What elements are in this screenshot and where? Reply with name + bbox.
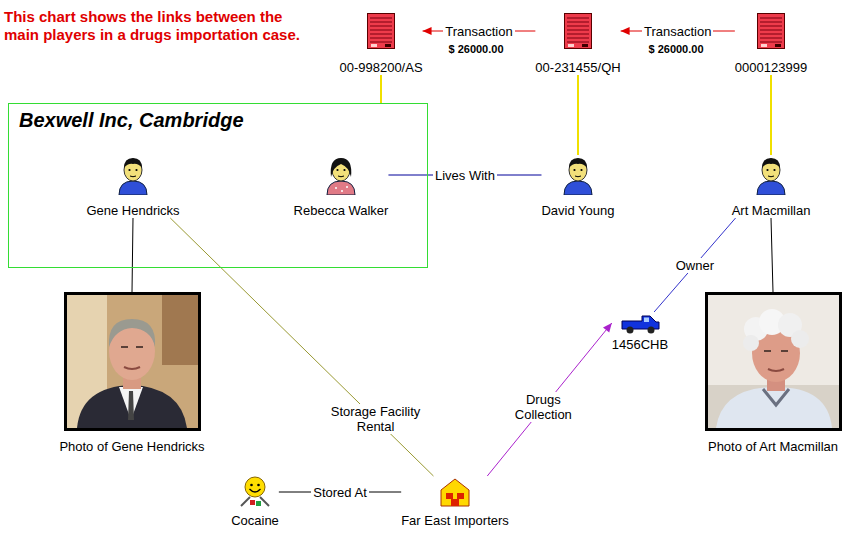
connector-line	[577, 75, 579, 155]
node-label: Art Macmillan	[732, 203, 811, 218]
node-icon	[366, 12, 396, 50]
node-label: 00-998200/AS	[339, 60, 422, 75]
node-label: Cocaine	[231, 513, 279, 528]
edge-label: Stored At	[311, 485, 368, 500]
computer-icon	[563, 12, 593, 50]
node-icon	[116, 155, 150, 195]
photo-frame	[64, 292, 201, 431]
drug-icon	[238, 476, 272, 508]
person-icon	[324, 155, 358, 195]
warehouse-icon	[438, 476, 472, 508]
node-icon	[238, 476, 272, 508]
person-icon	[116, 155, 150, 195]
chart-title: This chart shows the links between the m…	[4, 8, 314, 44]
node-label: Photo of Gene Hendricks	[59, 439, 204, 454]
vehicle-node: 1456CHB	[612, 312, 668, 352]
person-node: David Young	[541, 155, 614, 218]
node-label: Gene Hendricks	[86, 203, 179, 218]
truck-icon	[620, 312, 660, 334]
arrowhead	[621, 27, 630, 35]
node-icon	[324, 155, 358, 195]
node-label: David Young	[541, 203, 614, 218]
node-label: 00-231455/QH	[535, 60, 620, 75]
computer-icon	[366, 12, 396, 50]
node-label: 1456CHB	[612, 337, 668, 352]
person-icon	[561, 155, 595, 195]
node-label: Rebecca Walker	[294, 203, 389, 218]
company-box: Bexwell Inc, CambridgeGene Hendricks Rebe…	[8, 103, 428, 268]
photo-frame	[705, 292, 842, 431]
person-icon	[754, 155, 788, 195]
node-icon	[756, 12, 786, 50]
connector	[132, 218, 133, 292]
connector	[170, 218, 433, 476]
connector-line	[770, 75, 772, 155]
connector	[577, 75, 578, 155]
node-label: 0000123999	[735, 60, 807, 75]
node-label: Far East Importers	[401, 513, 509, 528]
connector	[771, 75, 772, 155]
edge-label: Storage Facility Rental	[324, 404, 428, 434]
portrait-photo	[708, 295, 839, 428]
account-node: 00-998200/AS	[339, 12, 422, 75]
arrowhead	[423, 27, 432, 35]
node-icon	[620, 312, 660, 334]
node-icon	[561, 155, 595, 195]
group-heading: Bexwell Inc, Cambridge	[19, 108, 244, 132]
edge-label: Lives With	[433, 168, 497, 183]
connector	[381, 75, 382, 103]
connector	[771, 218, 773, 292]
amount-label: $ 26000.00	[648, 43, 703, 56]
arrowhead	[603, 323, 612, 333]
connector-line	[170, 218, 433, 476]
connector-line	[487, 323, 612, 476]
connector-line	[132, 218, 133, 292]
person-node: Gene Hendricks	[86, 155, 179, 218]
photo-node: Photo of Art Macmillan	[705, 292, 842, 454]
node-icon	[754, 155, 788, 195]
company-node: Far East Importers	[401, 476, 509, 528]
edge-label: Transaction	[443, 24, 514, 39]
node-icon	[438, 476, 472, 508]
node-icon	[563, 12, 593, 50]
photo-node: Photo of Gene Hendricks	[59, 292, 204, 454]
person-node: Art Macmillan	[732, 155, 811, 218]
amount-label: $ 26000.00	[448, 43, 503, 56]
edge-label: Drugs Collection	[504, 392, 583, 422]
edge-label: Owner	[674, 258, 716, 273]
portrait-photo	[67, 295, 198, 428]
edge-label: Transaction	[642, 24, 713, 39]
connector-line	[380, 75, 382, 103]
account-node: 00-231455/QH	[535, 12, 620, 75]
person-node: Rebecca Walker	[294, 155, 389, 218]
node-label: Photo of Art Macmillan	[708, 439, 838, 454]
substance-node: Cocaine	[231, 476, 279, 528]
account-node: 0000123999	[735, 12, 807, 75]
computer-icon	[756, 12, 786, 50]
connector	[487, 323, 612, 476]
connector-line	[771, 218, 773, 292]
